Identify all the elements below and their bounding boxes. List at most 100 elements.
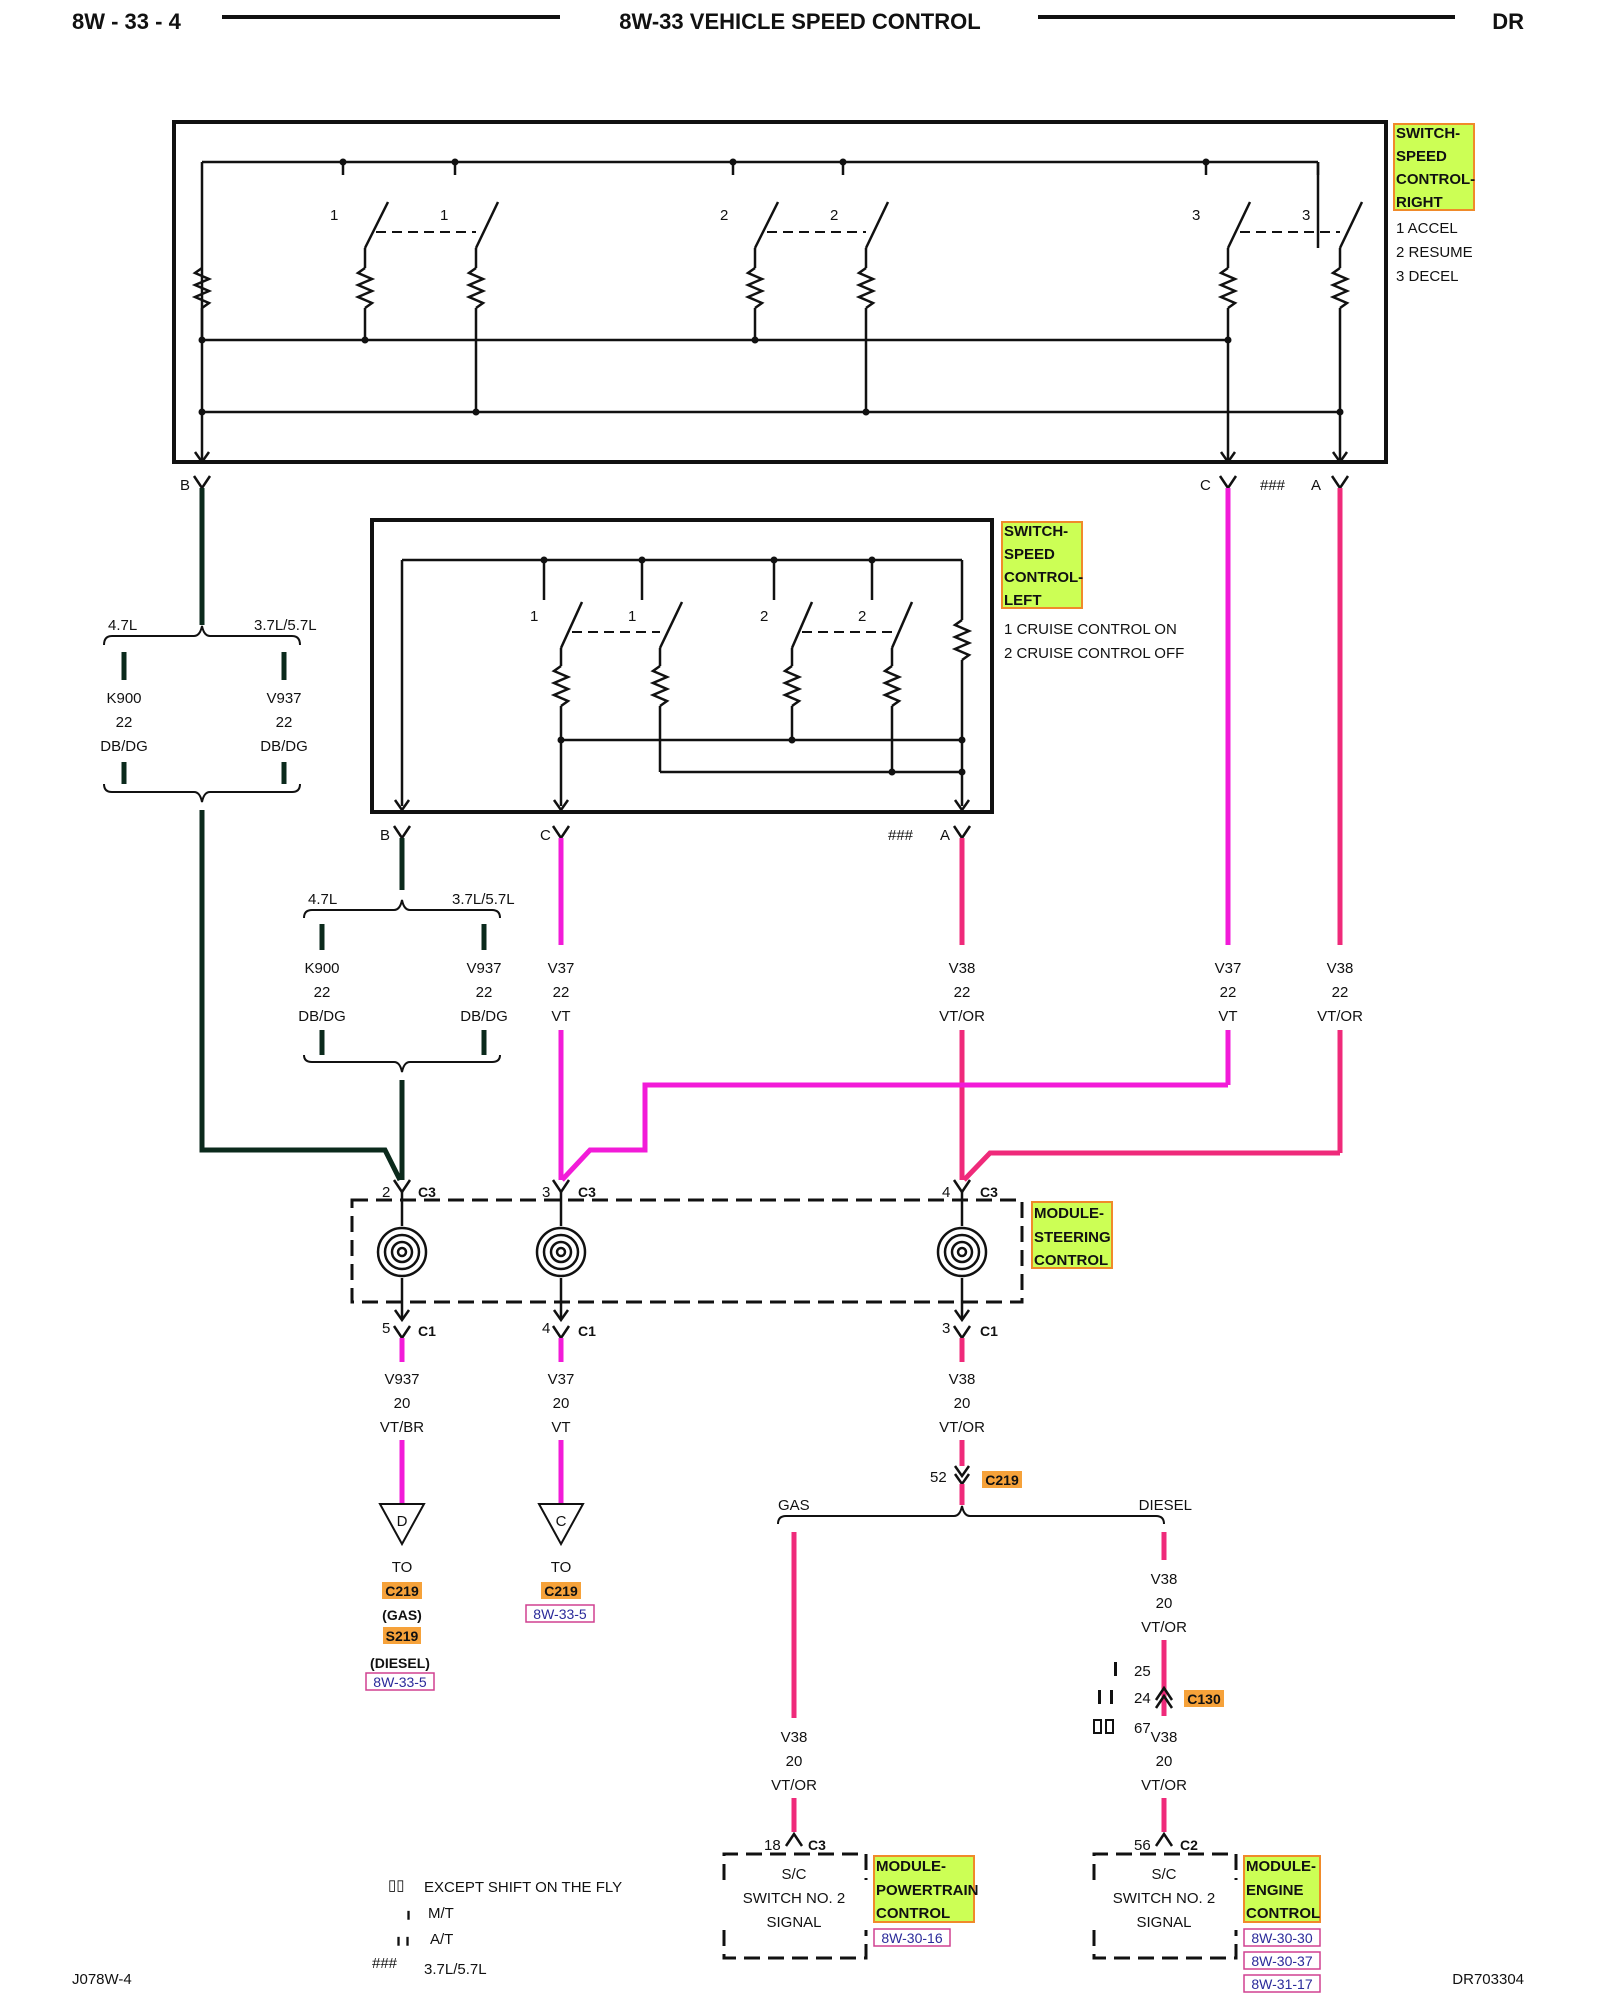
c219-split: 52 C219 GAS DIESEL: [777, 1465, 1192, 1525]
page-number: 8W - 33 - 4: [72, 9, 182, 34]
offpage-d-connector: C219: [385, 1583, 419, 1599]
offpage-d-to: TO: [392, 1559, 413, 1576]
switch-left-name-2: SPEED: [1004, 546, 1055, 563]
w2-color: VT: [551, 1419, 570, 1436]
c219-gas-label: GAS: [778, 1497, 810, 1514]
model-code: DR: [1492, 9, 1524, 34]
switch-left-box: [370, 518, 994, 814]
wire-labels-upper: V37 22 VT V38 22 VT/OR V37 22 VT V38 22 …: [548, 960, 1363, 1025]
switch-left-pin-a: A: [940, 827, 950, 844]
page-title: 8W-33 VEHICLE SPEED CONTROL: [619, 9, 980, 34]
switch-right-function-1: 1 ACCEL: [1396, 220, 1458, 237]
switch-right-box: [172, 120, 1388, 464]
steering-out-conn-4: C1: [578, 1323, 596, 1339]
ecm-signal-2: SWITCH NO. 2: [1113, 1890, 1216, 1907]
steering-out-pin-4: 4: [542, 1320, 550, 1337]
switch-right-function-2: 2 RESUME: [1396, 244, 1473, 261]
left-a-gauge: 22: [954, 984, 971, 1001]
footer-right-code: DR703304: [1452, 1971, 1524, 1988]
steering-out-conn-5: C1: [418, 1323, 436, 1339]
switch-left-pin-2a: 2: [760, 608, 768, 625]
split-left-b-left-color: DB/DG: [298, 1008, 346, 1025]
legend: ▯▯ EXCEPT SHIFT ON THE FLY ╻ M/T ╻╻ A/T …: [372, 1877, 622, 1978]
offpage-d-diesel: (DIESEL): [370, 1655, 430, 1671]
left-a-color: VT/OR: [939, 1008, 985, 1025]
wires-upper: [558, 838, 1343, 1182]
module-powertrain-control: 18 C3 S/C SWITCH NO. 2 SIGNAL MODULE- PO…: [722, 1831, 979, 1960]
switch-left-name-1: SWITCH-: [1004, 523, 1068, 540]
module-steering-control: 2 C3 3 C3 4 C3: [350, 1179, 1113, 1341]
steering-in-pin-2: 2: [382, 1184, 390, 1201]
pcm-signal-3: SIGNAL: [766, 1914, 821, 1931]
switch-contact-icon: [363, 201, 390, 249]
switch-right-name-3: CONTROL-: [1396, 171, 1475, 188]
legend-item-4: 3.7L/5.7L: [424, 1961, 487, 1978]
c219-diesel-label: DIESEL: [1139, 1497, 1192, 1514]
connector-icon: [192, 475, 212, 491]
diesel-top-gauge: 20: [1156, 1595, 1173, 1612]
split-right-b-left-color: DB/DG: [100, 738, 148, 755]
steering-in-conn-3: C3: [578, 1184, 596, 1200]
ecm-ref-2[interactable]: 8W-30-37: [1251, 1953, 1312, 1969]
switch-right-pin-3b: 3: [1302, 207, 1310, 224]
offpage-c-ref[interactable]: 8W-33-5: [533, 1606, 587, 1622]
switch-right-pin-3a: 3: [1192, 207, 1200, 224]
clockspring-icon: [376, 1226, 428, 1278]
steering-name-1: MODULE-: [1034, 1205, 1104, 1222]
pcm-connector: C3: [808, 1837, 826, 1853]
split-left-b-left-label: 4.7L: [308, 891, 337, 908]
ecm-ref-1[interactable]: 8W-30-30: [1251, 1930, 1312, 1946]
ecm-signal-3: SIGNAL: [1136, 1914, 1191, 1931]
c130-pin-67: 67: [1134, 1720, 1151, 1737]
ecm-name-2: ENGINE: [1246, 1882, 1304, 1899]
pcm-name-1: MODULE-: [876, 1858, 946, 1875]
offpage-d-gas: (GAS): [382, 1607, 422, 1623]
w3-circuit: V38: [949, 1371, 976, 1388]
switch-left-label-bg: [1001, 521, 1083, 609]
split-right-b-left-circuit: K900: [106, 690, 141, 707]
right-c-color: VT: [1218, 1008, 1237, 1025]
legend-item-3: A/T: [430, 1931, 453, 1948]
wire-labels-lower: V937 20 VT/BR V37 20 VT V38 20 VT/OR: [380, 1371, 985, 1436]
w3-gauge: 20: [954, 1395, 971, 1412]
switch-right-pin-2b: 2: [830, 207, 838, 224]
wires-lower: [399, 1338, 965, 1504]
pcm-ref-1[interactable]: 8W-30-16: [881, 1930, 942, 1946]
gas-wire-gauge: 20: [786, 1753, 803, 1770]
split-right-b-right-label: 3.7L/5.7L: [254, 617, 317, 634]
split-right-b-right-color: DB/DG: [260, 738, 308, 755]
steering-label-bg: [1031, 1201, 1113, 1269]
steering-name-3: CONTROL: [1034, 1252, 1108, 1269]
w1-color: VT/BR: [380, 1419, 424, 1436]
split-right-b: 4.7L 3.7L/5.7L K900 22 DB/DG V937 22 DB/…: [100, 617, 317, 803]
switch-left-name-3: CONTROL-: [1004, 569, 1083, 586]
right-a-circuit: V38: [1327, 960, 1354, 977]
steering-out-pin-5: 5: [382, 1320, 390, 1337]
ecm-name-3: CONTROL: [1246, 1905, 1320, 1922]
legend-mark-2: ╻: [404, 1903, 413, 1920]
switch-right-pin-2a: 2: [720, 207, 728, 224]
ecm-name-1: MODULE-: [1246, 1858, 1316, 1875]
ecm-ref-3[interactable]: 8W-31-17: [1251, 1976, 1312, 1992]
split-left-b-right-label: 3.7L/5.7L: [452, 891, 515, 908]
switch-left-pin-a-mark: ###: [888, 827, 914, 844]
diesel-branch: V38 20 VT/OR 25 24 67 C130 V38 20 VT/OR: [1093, 1532, 1224, 1832]
module-engine-control: 56 C2 S/C SWITCH NO. 2 SIGNAL MODULE- EN…: [1092, 1831, 1321, 1993]
w1-gauge: 20: [394, 1395, 411, 1412]
legend-item-2: M/T: [428, 1905, 454, 1922]
steering-in-pin-4: 4: [942, 1184, 950, 1201]
left-a-circuit: V38: [949, 960, 976, 977]
switch-right-pin-c: C: [1200, 477, 1211, 494]
steering-in-conn-4: C3: [980, 1184, 998, 1200]
ecm-signal-1: S/C: [1151, 1866, 1176, 1883]
right-a-color: VT/OR: [1317, 1008, 1363, 1025]
switch-right-name-2: SPEED: [1396, 148, 1447, 165]
gas-branch: V38 20 VT/OR: [771, 1532, 817, 1832]
offpage-d-ref[interactable]: 8W-33-5: [373, 1674, 427, 1690]
steering-name-2: STEERING: [1034, 1229, 1111, 1246]
offpage-c-to: TO: [551, 1559, 572, 1576]
legend-mark-3: ╻╻: [394, 1929, 412, 1946]
pcm-signal-2: SWITCH NO. 2: [743, 1890, 846, 1907]
offpage-connector-c: C TO C219 8W-33-5: [525, 1503, 595, 1623]
